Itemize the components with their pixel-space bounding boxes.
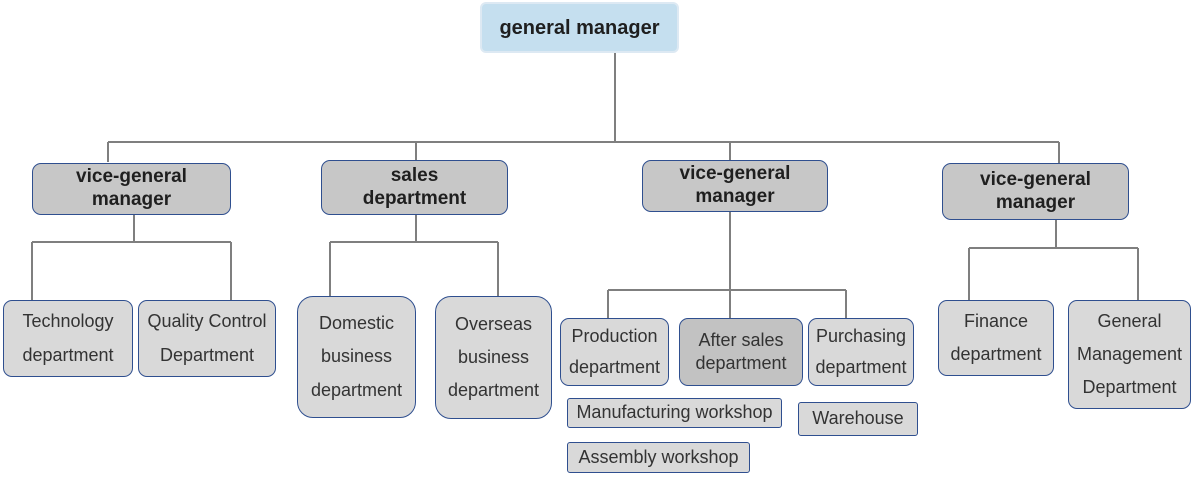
technology-department-node: Technology department (3, 300, 133, 377)
purchasing-department-node: Purchasing department (808, 318, 914, 386)
warehouse-node: Warehouse (798, 402, 918, 436)
finance-department-node: Finance department (938, 300, 1054, 376)
general-manager-node: general manager (480, 2, 679, 53)
sales-department-node: sales department (321, 160, 508, 215)
vice-general-manager-1-node: vice-general manager (32, 163, 231, 215)
production-department-node: Production department (560, 318, 669, 386)
vice-general-manager-2-node: vice-general manager (642, 160, 828, 212)
manufacturing-workshop-node: Manufacturing workshop (567, 398, 782, 428)
assembly-workshop-node: Assembly workshop (567, 442, 750, 473)
domestic-business-department-node: Domestic business department (297, 296, 416, 418)
quality-control-department-node: Quality Control Department (138, 300, 276, 377)
after-sales-department-node: After sales department (679, 318, 803, 386)
general-management-department-node: General Management Department (1068, 300, 1191, 409)
overseas-business-department-node: Overseas business department (435, 296, 552, 419)
vice-general-manager-3-node: vice-general manager (942, 163, 1129, 220)
